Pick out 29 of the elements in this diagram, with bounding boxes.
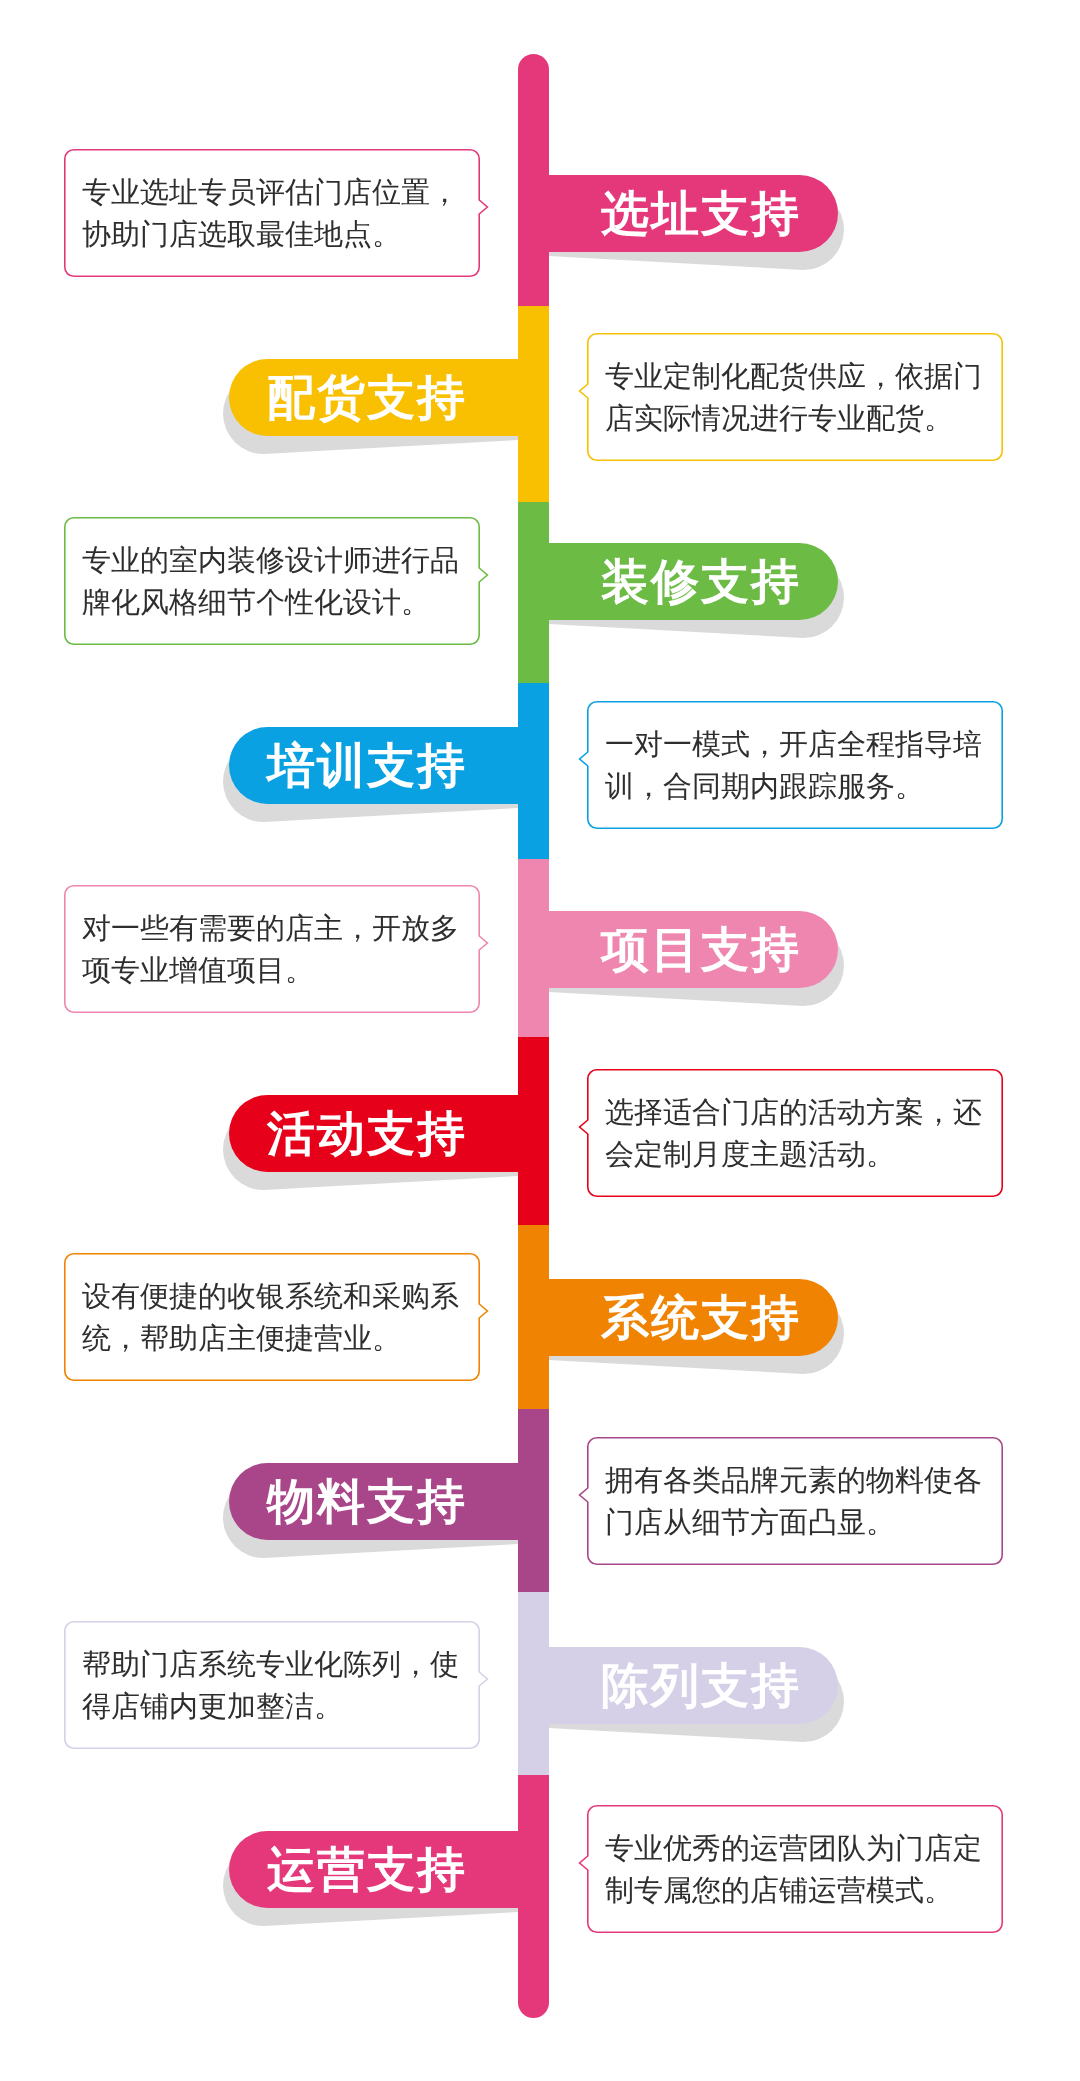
speech-bubble bbox=[64, 1620, 489, 1749]
description-text: 一对一模式，开店全程指导培训，合同期内跟踪服务。 bbox=[605, 725, 983, 805]
description-text: 设有便捷的收银系统和采购系统，帮助店主便捷营业。 bbox=[82, 1277, 460, 1357]
heading-tab: 培训支持 bbox=[229, 727, 518, 804]
speech-bubble bbox=[64, 148, 489, 277]
speech-bubble bbox=[578, 1436, 1003, 1565]
heading-tab: 装修支持 bbox=[549, 543, 838, 620]
description-text: 选择适合门店的活动方案，还会定制月度主题活动。 bbox=[605, 1093, 983, 1173]
description-text: 专业选址专员评估门店位置，协助门店选取最佳地点。 bbox=[82, 173, 460, 253]
speech-bubble bbox=[578, 1804, 1003, 1933]
heading-tab: 配货支持 bbox=[229, 359, 518, 436]
heading-tab: 运营支持 bbox=[229, 1831, 518, 1908]
speech-bubble bbox=[578, 700, 1003, 829]
description-text: 专业定制化配货供应，依据门店实际情况进行专业配货。 bbox=[605, 357, 983, 437]
heading-tab: 选址支持 bbox=[549, 175, 838, 252]
description-text: 专业优秀的运营团队为门店定制专属您的店铺运营模式。 bbox=[605, 1829, 983, 1909]
heading-tab: 项目支持 bbox=[549, 911, 838, 988]
speech-bubble bbox=[64, 884, 489, 1013]
description-text: 拥有各类品牌元素的物料使各门店从细节方面凸显。 bbox=[605, 1461, 983, 1541]
speech-bubble bbox=[64, 1252, 489, 1381]
heading-tab: 物料支持 bbox=[229, 1463, 518, 1540]
speech-bubble bbox=[64, 516, 489, 645]
heading-tab: 活动支持 bbox=[229, 1095, 518, 1172]
speech-bubble bbox=[578, 1068, 1003, 1197]
description-text: 专业的室内装修设计师进行品牌化风格细节个性化设计。 bbox=[82, 541, 460, 621]
description-text: 帮助门店系统专业化陈列，使得店铺内更加整洁。 bbox=[82, 1645, 460, 1725]
description-text: 对一些有需要的店主，开放多项专业增值项目。 bbox=[82, 909, 460, 989]
heading-tab: 系统支持 bbox=[549, 1279, 838, 1356]
speech-bubble bbox=[578, 332, 1003, 461]
